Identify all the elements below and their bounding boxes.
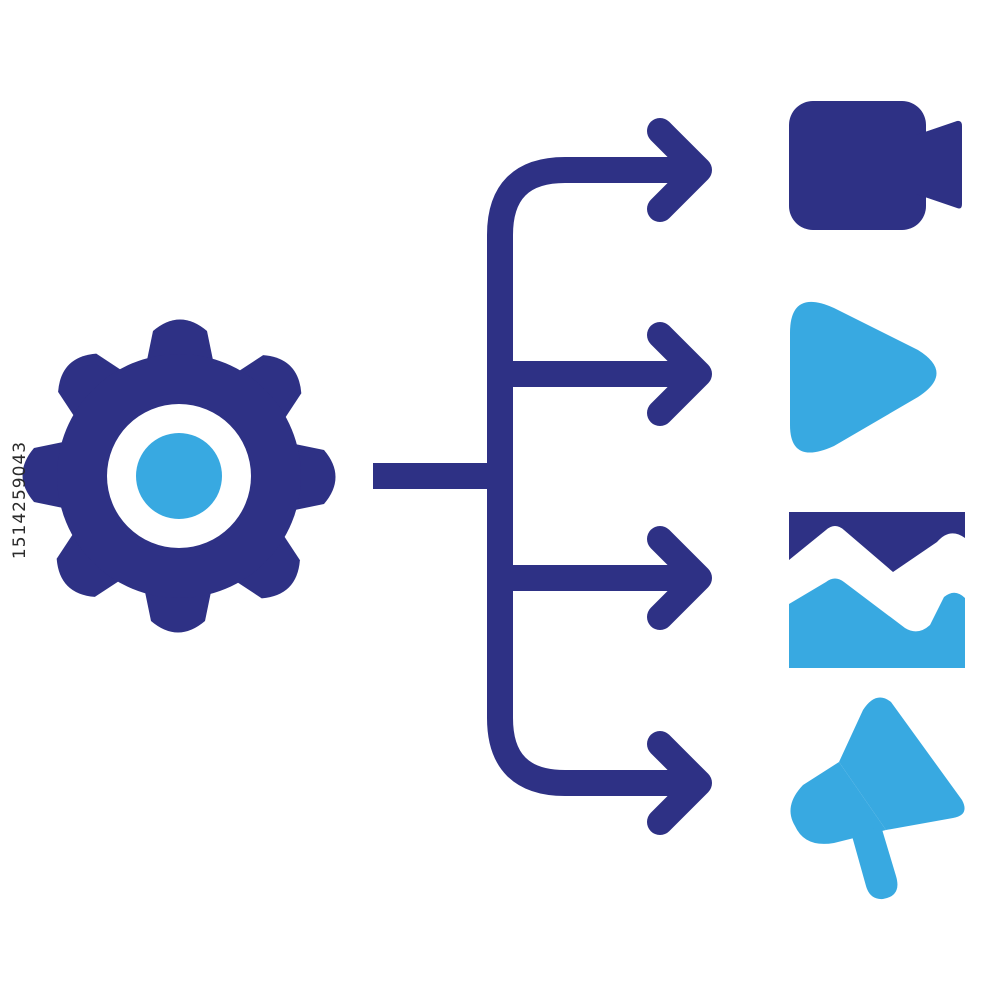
video-camera-icon bbox=[789, 101, 962, 230]
arrow-right-icon bbox=[647, 322, 712, 426]
image-top bbox=[789, 512, 965, 572]
gear-hub bbox=[136, 433, 222, 519]
watermark-id: 1514259043 bbox=[2, 0, 38, 1000]
arrow-heads bbox=[647, 118, 712, 835]
megaphone-horn bbox=[839, 697, 965, 830]
branch-spine bbox=[487, 157, 697, 796]
megaphone-handle bbox=[852, 826, 898, 900]
play-icon bbox=[790, 301, 937, 453]
arrow-right-icon bbox=[647, 118, 712, 222]
gear-icon bbox=[22, 319, 336, 633]
branch-connector bbox=[373, 157, 697, 796]
arrow-right-icon bbox=[647, 731, 712, 835]
camera-lens bbox=[916, 120, 962, 209]
gear-teeth bbox=[22, 319, 336, 633]
megaphone-icon bbox=[790, 697, 965, 900]
image-bottom bbox=[789, 578, 965, 668]
watermark-id-text: 1514259043 bbox=[10, 440, 31, 560]
camera-body bbox=[789, 101, 926, 230]
megaphone-body bbox=[790, 762, 886, 844]
arrow-right-icon bbox=[647, 526, 712, 630]
image-icon bbox=[789, 512, 965, 668]
